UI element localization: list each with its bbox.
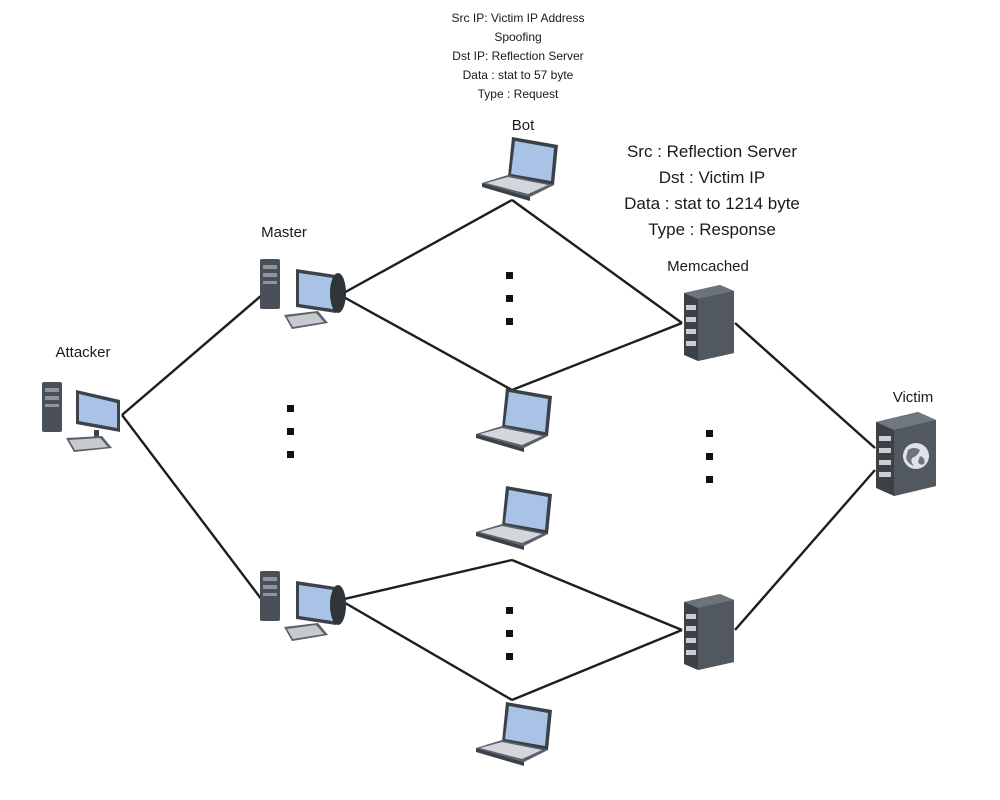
request-spoofing-line: Spoofing	[452, 28, 585, 47]
request-data-line: Data : stat to 57 byte	[452, 66, 585, 85]
memcached-bottom-server-icon	[680, 592, 738, 672]
link-memcached-bottom-victim	[735, 470, 875, 630]
request-dst-line: Dst IP: Reflection Server	[452, 47, 585, 66]
memcached-top-server-icon	[680, 283, 738, 363]
link-bot-4-memcached-bottom	[512, 630, 682, 700]
ellipsis-masters	[287, 405, 295, 474]
ellipsis-bots-bottom	[506, 607, 514, 676]
response-info: Src : Reflection Server Dst : Victim IP …	[624, 139, 800, 243]
link-attacker-master-top	[122, 295, 262, 415]
victim-label: Victim	[893, 389, 934, 406]
attacker-label: Attacker	[55, 344, 110, 361]
link-master-bottom-bot-4	[340, 600, 512, 700]
victim-web-server-icon	[872, 410, 942, 498]
ellipsis-memcached	[706, 430, 714, 499]
bot-label: Bot	[512, 117, 535, 134]
bot-3-laptop-icon	[472, 484, 554, 552]
ellipsis-bots-top	[506, 272, 514, 341]
link-master-top-bot-1	[340, 200, 512, 295]
request-src-line: Src IP: Victim IP Address	[452, 9, 585, 28]
link-master-top-bot-2	[340, 295, 512, 390]
response-data-line: Data : stat to 1214 byte	[624, 191, 800, 217]
response-type-line: Type : Response	[624, 217, 800, 243]
link-bot-3-memcached-bottom	[512, 560, 682, 630]
attacker-workstation-icon	[40, 378, 128, 458]
bot-1-laptop-icon	[478, 135, 560, 203]
response-src-line: Src : Reflection Server	[624, 139, 800, 165]
request-info: Src IP: Victim IP Address Spoofing Dst I…	[452, 9, 585, 104]
link-master-bottom-bot-3	[340, 560, 512, 600]
bot-2-laptop-icon	[472, 386, 554, 454]
request-type-line: Type : Request	[452, 85, 585, 104]
bot-4-laptop-icon	[472, 700, 554, 768]
master-top-workstation-icon	[258, 255, 348, 335]
link-bot-2-memcached-top	[512, 323, 682, 390]
response-dst-line: Dst : Victim IP	[624, 165, 800, 191]
master-label: Master	[261, 224, 307, 241]
master-bottom-workstation-icon	[258, 567, 348, 647]
memcached-label: Memcached	[667, 258, 749, 275]
link-memcached-top-victim	[735, 323, 875, 448]
link-attacker-master-bottom	[122, 415, 262, 600]
